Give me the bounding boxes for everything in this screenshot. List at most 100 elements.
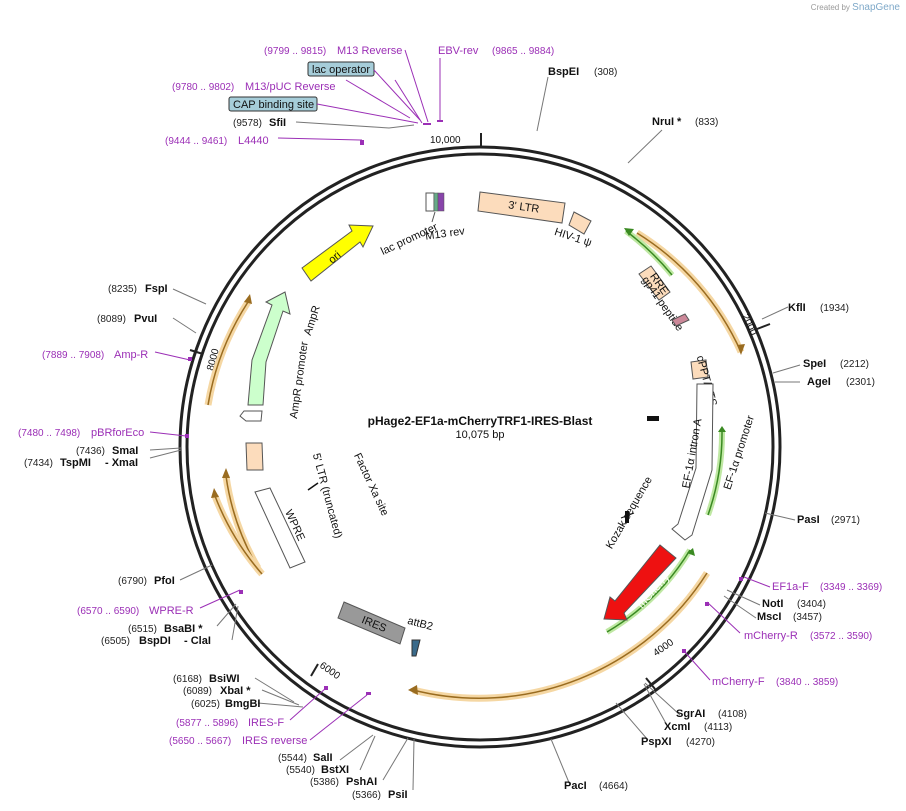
primer-ires-f: IRES-F bbox=[248, 717, 284, 729]
feature-hiv-psi bbox=[568, 211, 592, 235]
enzyme-smai: SmaI bbox=[112, 445, 138, 457]
primer-l4440-pos: (9444 .. 9461) bbox=[165, 136, 227, 147]
label-ampr: AmpR bbox=[302, 304, 323, 337]
feature-ef1a-promoter bbox=[671, 383, 714, 541]
lac-operator-box bbox=[307, 61, 375, 77]
enzyme-psii-pos: (5366) bbox=[352, 790, 381, 801]
feature-3ltr: 3' LTR bbox=[477, 191, 566, 224]
tick-4000: 4000 bbox=[651, 637, 676, 659]
enzyme-pasi: PasI bbox=[797, 514, 820, 526]
feature-ori: ori bbox=[301, 224, 374, 282]
enzyme-spei: SpeI bbox=[803, 358, 826, 370]
tick-10000: 10,000 bbox=[430, 135, 461, 146]
enzyme-sali-pos: (5544) bbox=[278, 753, 307, 764]
primer-ebv-rev: EBV-rev bbox=[438, 45, 479, 57]
enzyme-labels: BspEI (308) NruI * (833) KflI (1934) Spe… bbox=[24, 66, 875, 801]
primer-ires-reverse: IRES reverse bbox=[242, 735, 307, 747]
enzyme-bsabi: BsaBI * bbox=[164, 623, 203, 635]
enzyme-agei: AgeI bbox=[807, 376, 831, 388]
enzyme-sgrai-pos: (4108) bbox=[718, 709, 747, 720]
enzyme-bspei-pos: (308) bbox=[594, 67, 617, 78]
primer-mcherry-r-pos: (3572 .. 3590) bbox=[810, 631, 872, 642]
enzyme-kfli-pos: (1934) bbox=[820, 303, 849, 314]
enzyme-pfoi-pos: (6790) bbox=[118, 576, 147, 587]
enzyme-tspmi: TspMI bbox=[60, 457, 91, 469]
label-factor-xa: Factor Xa site bbox=[351, 451, 391, 518]
enzyme-sgrai: SgrAI bbox=[676, 708, 705, 720]
snapgene-credit: Created by SnapGene bbox=[811, 2, 900, 13]
enzyme-bmgbi-pos: (6025) bbox=[191, 699, 220, 710]
enzyme-xbai-pos: (6089) bbox=[183, 686, 212, 697]
feature-factor-xa bbox=[307, 482, 319, 491]
enzyme-pspxi: PspXI bbox=[641, 736, 672, 748]
enzyme-bsiwi-pos: (6168) bbox=[173, 674, 202, 685]
enzyme-kfli: KflI bbox=[788, 302, 806, 314]
label-ef1a-promoter: EF-1α promoter bbox=[722, 414, 757, 492]
credit-text: Created by bbox=[810, 3, 850, 12]
enzyme-bmgbi: BmgBI bbox=[225, 698, 260, 710]
tick-2000: 2000 bbox=[739, 313, 759, 338]
primer-wpre-r: WPRE-R bbox=[149, 605, 194, 617]
enzyme-bstxi-pos: (5540) bbox=[286, 765, 315, 776]
enzyme-fspi: FspI bbox=[145, 283, 168, 295]
enzyme-xcmi: XcmI bbox=[664, 721, 690, 733]
primer-amp-r: Amp-R bbox=[114, 349, 148, 361]
enzyme-bspdi-pos: (6505) bbox=[101, 636, 130, 647]
primer-bars bbox=[185, 120, 743, 695]
lac-operator-label: lac operator bbox=[312, 64, 370, 76]
enzyme-pspxi-pos: (4270) bbox=[686, 737, 715, 748]
enzyme-sali: SalI bbox=[313, 752, 333, 764]
enzyme-xmai: - XmaI bbox=[105, 457, 138, 469]
feature-wpre bbox=[254, 487, 306, 569]
primer-l4440: L4440 bbox=[238, 135, 269, 147]
primer-ebv-rev-pos: (9865 .. 9884) bbox=[492, 46, 554, 57]
enzyme-spei-pos: (2212) bbox=[840, 359, 869, 370]
primer-pbrforeco-pos: (7480 .. 7498) bbox=[18, 428, 80, 439]
enzyme-psii: PsiI bbox=[388, 789, 408, 801]
feature-5ltr bbox=[245, 442, 264, 471]
label-5ltr: 5' LTR (truncated) bbox=[310, 452, 344, 540]
cap-binding-site-label: CAP binding site bbox=[233, 99, 314, 111]
tick-6000: 6000 bbox=[317, 660, 342, 682]
primer-mcherry-r: mCherry-R bbox=[744, 630, 798, 642]
enzyme-fspi-pos: (8235) bbox=[108, 284, 137, 295]
label-attb2: attB2 bbox=[406, 615, 434, 633]
enzyme-pfoi: PfoI bbox=[154, 575, 175, 587]
primer-wpre-r-pos: (6570 .. 6590) bbox=[77, 606, 139, 617]
primer-m13puc-pos: (9780 .. 9802) bbox=[172, 82, 234, 93]
label-3ltr: 3' LTR bbox=[507, 199, 540, 215]
primer-amp-r-pos: (7889 .. 7908) bbox=[42, 350, 104, 361]
enzyme-smai-pos: (7436) bbox=[76, 446, 105, 457]
feature-attb2 bbox=[411, 639, 421, 657]
primer-ires-f-pos: (5877 .. 5896) bbox=[176, 718, 238, 729]
primer-m13puc: M13/pUC Reverse bbox=[245, 81, 335, 93]
enzyme-bspei: BspEI bbox=[548, 66, 579, 78]
enzyme-agei-pos: (2301) bbox=[846, 377, 875, 388]
enzyme-xcmi-pos: (4113) bbox=[704, 722, 732, 733]
enzyme-msci: MscI bbox=[757, 611, 781, 623]
feature-ampr-promoter bbox=[239, 410, 263, 422]
enzyme-noti-pos: (3404) bbox=[797, 599, 826, 610]
enzyme-paci: PacI bbox=[564, 780, 587, 792]
enzyme-sfii: SfiI bbox=[269, 117, 286, 129]
feature-intron-mark bbox=[647, 416, 659, 421]
plasmid-size: 10,075 bp bbox=[456, 429, 505, 441]
primer-ef1a-f-pos: (3349 .. 3369) bbox=[820, 582, 882, 593]
label-m13-rev: M13 rev bbox=[424, 225, 466, 242]
primer-ef1a-f: EF1a-F bbox=[772, 581, 809, 593]
label-hiv-psi: HIV-1 ψ bbox=[553, 226, 593, 249]
enzyme-bsabi-pos: (6515) bbox=[128, 624, 157, 635]
feature-cppt bbox=[690, 359, 709, 380]
outer-arcs bbox=[204, 228, 745, 702]
feature-ampr bbox=[247, 291, 291, 406]
label-ampr-promoter: AmpR promoter bbox=[288, 341, 311, 420]
enzyme-leaders bbox=[149, 76, 801, 791]
primer-mcherry-f-pos: (3840 .. 3859) bbox=[776, 677, 838, 688]
feature-rre bbox=[638, 265, 671, 301]
primer-mcherry-f: mCherry-F bbox=[712, 676, 765, 688]
enzyme-msci-pos: (3457) bbox=[793, 612, 822, 623]
enzyme-pshai: PshAI bbox=[346, 776, 377, 788]
feature-lac-elements bbox=[425, 192, 445, 212]
enzyme-noti: NotI bbox=[762, 598, 783, 610]
enzyme-sfii-pos: (9578) bbox=[233, 118, 262, 129]
